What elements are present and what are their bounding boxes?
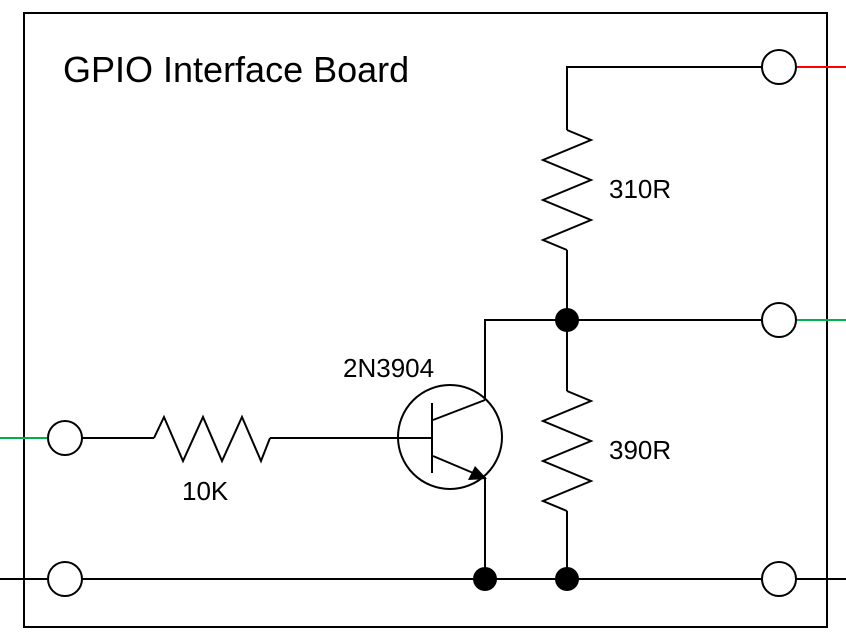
junction-dot bbox=[473, 567, 497, 591]
terminal-bottom-right[interactable] bbox=[761, 561, 797, 597]
emitter-arrow-icon bbox=[468, 466, 487, 480]
board-title: GPIO Interface Board bbox=[63, 49, 409, 90]
junction-dot bbox=[555, 567, 579, 591]
resistor-390r bbox=[540, 320, 594, 579]
transistor-2n3904 bbox=[397, 375, 503, 579]
resistor-310r bbox=[540, 129, 594, 320]
terminal-mid-right[interactable] bbox=[761, 302, 797, 338]
wire-top-rail bbox=[566, 66, 762, 130]
resistor-390r-label: 390R bbox=[609, 435, 671, 465]
transistor-body bbox=[397, 384, 503, 490]
junction-dot bbox=[555, 308, 579, 332]
terminal-top-right[interactable] bbox=[761, 49, 797, 85]
terminal-mid-left[interactable] bbox=[47, 420, 83, 456]
transistor-label: 2N3904 bbox=[343, 353, 434, 383]
transistor-collector bbox=[432, 399, 486, 421]
resistor-10k-label: 10K bbox=[182, 476, 229, 506]
wire-mid-rail bbox=[484, 319, 762, 375]
transistor-emitter bbox=[432, 455, 479, 476]
resistor-310r-label: 310R bbox=[609, 174, 671, 204]
terminal-bottom-left[interactable] bbox=[47, 561, 83, 597]
resistor-10k bbox=[153, 414, 271, 464]
